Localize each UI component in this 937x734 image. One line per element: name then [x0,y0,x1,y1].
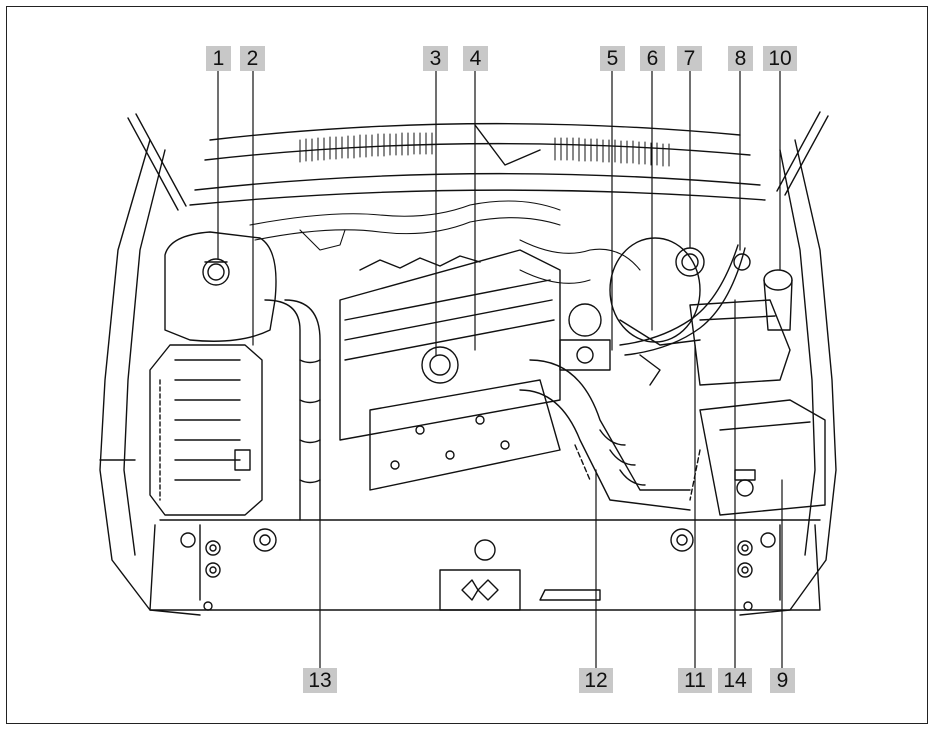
egr-valve [559,303,611,371]
intercooler-pipe [519,359,691,511]
callout-3: 3 [423,46,448,71]
cowl-vent-right [554,137,670,167]
engine-valve-cover [339,249,561,491]
radiator-support [149,519,821,611]
callout-10: 10 [763,46,797,71]
figure-frame [6,6,928,724]
callout-6: 6 [640,46,665,71]
callout-8: 8 [728,46,753,71]
leader-lines [217,69,783,669]
wiring-harness [249,200,641,284]
callout-12: 12 [579,668,613,693]
battery [689,399,826,516]
callout-5: 5 [600,46,625,71]
callout-14: 14 [718,668,752,693]
callout-11: 11 [678,668,712,693]
right-fender [739,139,837,616]
coolant-reservoir [164,231,277,342]
intake-hose [264,299,321,521]
brake-fluid-reservoir [609,237,705,386]
callout-9: 9 [770,668,795,693]
battery-cables [619,244,751,356]
air-filter-housing [149,344,263,516]
left-hood-strut [127,113,187,211]
power-steering-reservoir [763,269,793,331]
fuse-box [689,299,791,386]
callout-4: 4 [463,46,488,71]
callout-13: 13 [303,668,337,693]
callout-7: 7 [677,46,702,71]
cowl-vent-left [299,132,433,163]
cowl-panel [189,122,766,206]
callout-1: 1 [206,46,231,71]
right-hood-strut [776,111,829,196]
callout-2: 2 [240,46,265,71]
